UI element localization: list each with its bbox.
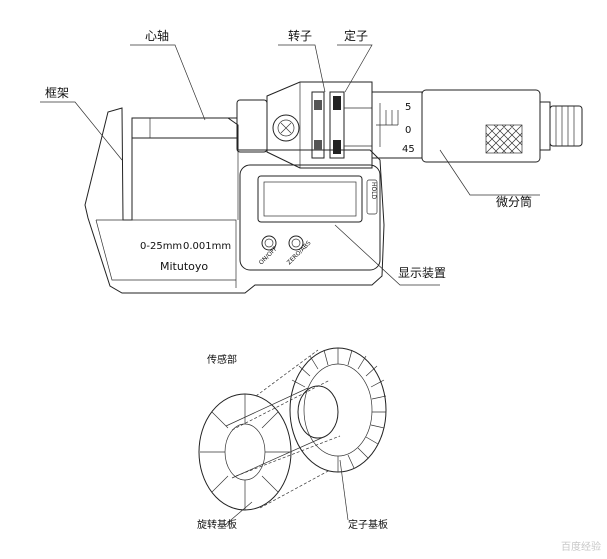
leader-rotor-plate (224, 501, 253, 526)
leader-stator-plate (339, 459, 349, 521)
label-display: 显示装置 (398, 266, 446, 280)
resolution-text: 0.001mm (183, 241, 231, 252)
label-stator-plate: 定子基板 (348, 518, 388, 531)
scale-mid: 0 (405, 125, 411, 136)
sensor-housing (266, 81, 373, 169)
display-panel: ON/OFF ZERO/ABS HOLD (239, 164, 381, 271)
label-spindle: 心轴 (145, 28, 169, 43)
label-thimble: 微分筒 (496, 194, 532, 209)
hold-label: HOLD (370, 182, 377, 200)
label-rotor-plate: 旋转基板 (197, 518, 237, 531)
knurl-pattern (485, 124, 523, 154)
button-left-label: ON/OFF (258, 245, 280, 267)
watermark: 百度经验 (561, 542, 601, 553)
spindle (131, 99, 268, 153)
sleeve-scale: 5 0 45 (371, 91, 423, 159)
thimble (421, 89, 583, 163)
scale-bottom: 45 (402, 144, 415, 155)
stator-hatch (291, 348, 387, 472)
scale-top: 5 (405, 102, 411, 113)
leaders-top (40, 44, 540, 286)
label-stator: 定子 (344, 28, 368, 43)
frame (84, 107, 385, 294)
range-text: 0-25mm (140, 241, 182, 252)
sensor-exploded-view (198, 347, 387, 511)
label-sensor: 传感部 (207, 353, 237, 366)
label-rotor: 转子 (288, 28, 312, 43)
button-right-label: ZERO/ABS (286, 240, 313, 267)
brand-text: Mitutoyo (160, 260, 208, 273)
label-frame: 框架 (45, 86, 69, 100)
